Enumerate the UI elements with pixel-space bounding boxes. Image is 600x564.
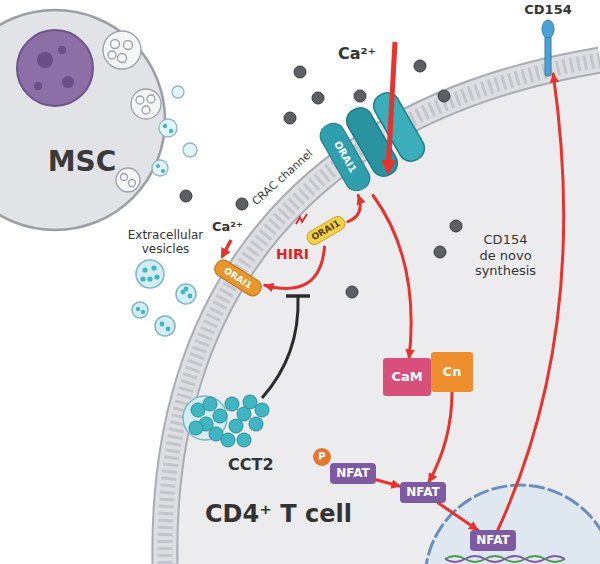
node-text: NFAT	[336, 466, 369, 480]
signal-arrow	[348, 196, 360, 222]
msc-nucleus	[17, 30, 93, 106]
surface-protein: CD154	[520, 2, 576, 74]
signal-arrow	[429, 392, 452, 482]
node-text: NFAT	[476, 533, 509, 547]
nfat-box: NFAT	[330, 463, 376, 484]
cell-label-box: MSC	[44, 143, 121, 181]
node-text: CD154	[524, 2, 571, 18]
dna-strand	[445, 556, 565, 562]
cd154-protein-head	[542, 20, 554, 38]
calcium-influx-arrow	[388, 42, 395, 172]
crac-channel	[342, 88, 429, 180]
fusing-vesicle	[183, 396, 227, 440]
cct2-cluster	[189, 395, 269, 447]
node-text: ORAI1	[310, 218, 342, 243]
calcineurin-box: Cn	[431, 352, 473, 392]
calcium-influx-arrow	[222, 240, 231, 257]
signal-arrow	[376, 480, 400, 487]
ion-label: Ca²⁺	[338, 44, 376, 63]
inhibition-line	[262, 297, 298, 398]
vesicle-label: Extracellular vesicles	[118, 228, 213, 257]
node-text: NFAT	[406, 485, 439, 499]
protein-label: CCT2	[228, 455, 274, 474]
phosphate-circle: P	[313, 448, 331, 466]
nucleolus	[62, 76, 74, 88]
orai1-channel: ORAI1	[211, 257, 265, 300]
node-text: CD4⁺ T cell	[205, 500, 352, 529]
node-text: Cn	[443, 364, 462, 380]
extracellular-vesicles	[132, 86, 197, 336]
nucleolus	[34, 82, 42, 90]
nfat-box: NFAT	[400, 482, 446, 503]
hiri-spark	[296, 214, 307, 224]
node-text: P	[318, 451, 325, 463]
nucleolus	[58, 46, 66, 54]
signal-arrow	[373, 196, 411, 359]
ion-label: Ca²⁺	[212, 219, 243, 235]
node-text: ORAI1	[331, 139, 359, 175]
dna-strand	[445, 556, 565, 562]
orai1-inactive: ORAI1	[304, 213, 348, 247]
nfat-box: NFAT	[470, 530, 516, 551]
signal-arrow	[498, 74, 564, 530]
calmodulin-box: CaM	[383, 358, 431, 396]
msc-cell	[0, 10, 165, 230]
calcium-ions	[180, 60, 462, 298]
node-text: MSC	[48, 145, 117, 179]
node-text: CaM	[391, 369, 422, 385]
nucleolus	[37, 52, 53, 68]
signal-arrow	[438, 503, 477, 530]
stress-label: HIRI	[276, 246, 309, 263]
inhibition-bar	[286, 294, 310, 298]
orai1-crac-subunit: ORAI1	[315, 118, 375, 195]
signal-arrow	[265, 247, 325, 288]
node-text: ORAI1	[222, 265, 254, 291]
edge-label: CD154 de novo synthesis	[474, 232, 537, 279]
